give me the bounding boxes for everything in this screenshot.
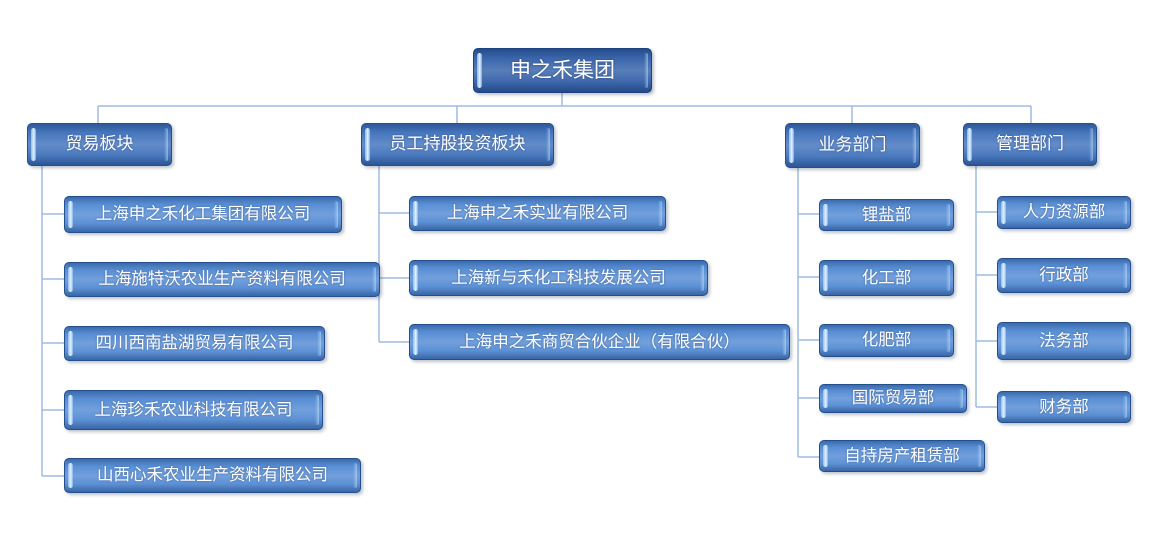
trade-company-node: 上海施特沃农业生产资料有限公司 xyxy=(64,262,380,297)
investment-company-node: 上海新与禾化工科技发展公司 xyxy=(409,260,708,296)
node-label: 国际贸易部 xyxy=(851,388,935,408)
business-department-node: 锂盐部 xyxy=(819,199,954,231)
business-department-node: 自持房产租赁部 xyxy=(819,440,985,472)
trade-company-node: 山西心禾农业生产资料有限公司 xyxy=(64,458,361,493)
node-label: 锂盐部 xyxy=(861,204,912,224)
business-departments-branch-node: 业务部门 xyxy=(785,123,920,168)
trade-company-node: 四川西南盐湖贸易有限公司 xyxy=(64,326,325,361)
management-departments-branch-node: 管理部门 xyxy=(963,123,1097,166)
trade-branch-node: 贸易板块 xyxy=(27,123,172,166)
employee-investment-branch-node: 员工持股投资板块 xyxy=(361,123,554,166)
node-label: 贸易板块 xyxy=(65,134,134,154)
node-label: 员工持股投资板块 xyxy=(389,134,526,154)
node-label: 山西心禾农业生产资料有限公司 xyxy=(97,465,328,485)
node-label: 申之禾集团 xyxy=(510,58,615,82)
group-root-node: 申之禾集团 xyxy=(473,48,652,93)
node-label: 上海申之禾化工集团有限公司 xyxy=(95,204,311,224)
node-label: 人力资源部 xyxy=(1022,202,1106,222)
business-department-node: 国际贸易部 xyxy=(819,384,967,413)
trade-company-node: 上海申之禾化工集团有限公司 xyxy=(64,196,342,233)
business-department-node: 化肥部 xyxy=(819,324,954,357)
management-department-node: 行政部 xyxy=(997,258,1131,293)
node-label: 上海申之禾实业有限公司 xyxy=(446,203,629,223)
node-label: 自持房产租赁部 xyxy=(844,445,960,465)
management-department-node: 财务部 xyxy=(997,391,1131,423)
node-label: 管理部门 xyxy=(996,134,1064,154)
investment-company-node: 上海申之禾商贸合伙企业（有限合伙） xyxy=(409,324,790,360)
business-department-node: 化工部 xyxy=(819,260,954,296)
node-label: 化肥部 xyxy=(861,330,912,350)
node-label: 财务部 xyxy=(1039,396,1089,416)
node-label: 法务部 xyxy=(1039,330,1089,350)
node-label: 化工部 xyxy=(861,267,912,287)
node-label: 业务部门 xyxy=(818,135,887,155)
management-department-node: 人力资源部 xyxy=(997,196,1131,229)
investment-company-node: 上海申之禾实业有限公司 xyxy=(409,196,666,231)
node-label: 上海申之禾商贸合伙企业（有限合伙） xyxy=(459,331,740,351)
node-label: 上海珍禾农业科技有限公司 xyxy=(94,399,293,419)
node-label: 行政部 xyxy=(1039,265,1089,285)
management-department-node: 法务部 xyxy=(997,322,1131,360)
trade-company-node: 上海珍禾农业科技有限公司 xyxy=(64,390,323,430)
node-label: 四川西南盐湖贸易有限公司 xyxy=(95,333,294,353)
node-label: 上海施特沃农业生产资料有限公司 xyxy=(98,269,346,289)
node-label: 上海新与禾化工科技发展公司 xyxy=(451,267,666,287)
